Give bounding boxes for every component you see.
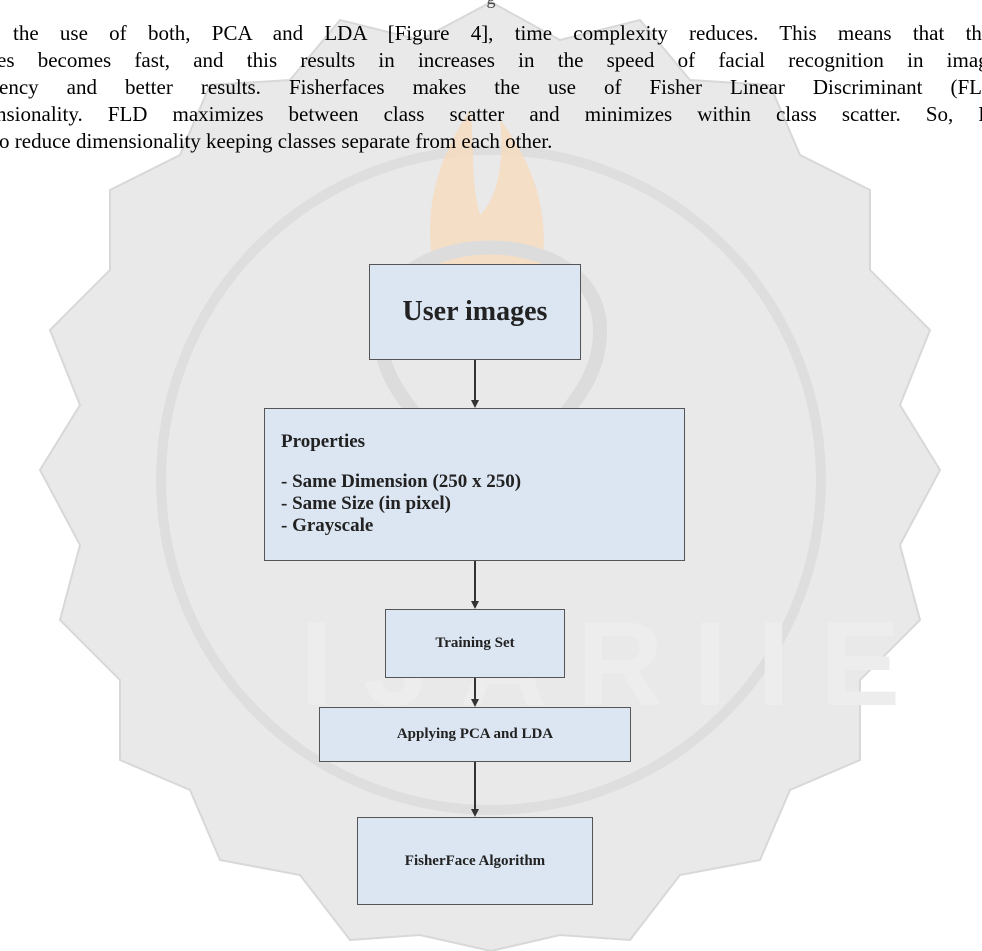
paragraph-line-2: es becomes fast, and this results in inc…: [0, 48, 982, 72]
arrow-4-line: [474, 762, 476, 809]
user-images-box: User images: [369, 264, 581, 360]
arrow-2-head: [471, 601, 479, 609]
arrow-3-line: [474, 678, 476, 699]
arrow-1-line: [474, 360, 476, 400]
paragraph-line-5: o reduce dimensionality keeping classes …: [0, 129, 553, 153]
applying-pca-lda-box: Applying PCA and LDA: [319, 707, 631, 762]
arrow-3-head: [471, 699, 479, 707]
paragraph-line-3: ency and better results. Fisherfaces mak…: [0, 75, 982, 99]
paragraph-line-1: the use of both, PCA and LDA [Figure 4],…: [13, 21, 982, 45]
paragraph-line-4: nsionality. FLD maximizes between class …: [0, 102, 982, 126]
cut-off-caption: g: [0, 0, 982, 18]
training-set-box: Training Set: [385, 609, 565, 678]
arrow-2-line: [474, 561, 476, 601]
arrow-4-head: [471, 809, 479, 817]
properties-item-dimension: - Same Dimension (250 x 250): [281, 471, 522, 492]
properties-box: Properties - Same Dimension (250 x 250) …: [264, 408, 685, 561]
properties-item-grayscale: - Grayscale: [281, 515, 374, 536]
arrow-1-head: [471, 400, 479, 408]
seal-inner-ring: [156, 145, 826, 815]
body-paragraph: the use of both, PCA and LDA [Figure 4],…: [0, 0, 982, 153]
fisherface-algorithm-box: FisherFace Algorithm: [357, 817, 593, 905]
properties-title: Properties: [281, 431, 366, 452]
properties-item-size: - Same Size (in pixel): [281, 493, 451, 514]
